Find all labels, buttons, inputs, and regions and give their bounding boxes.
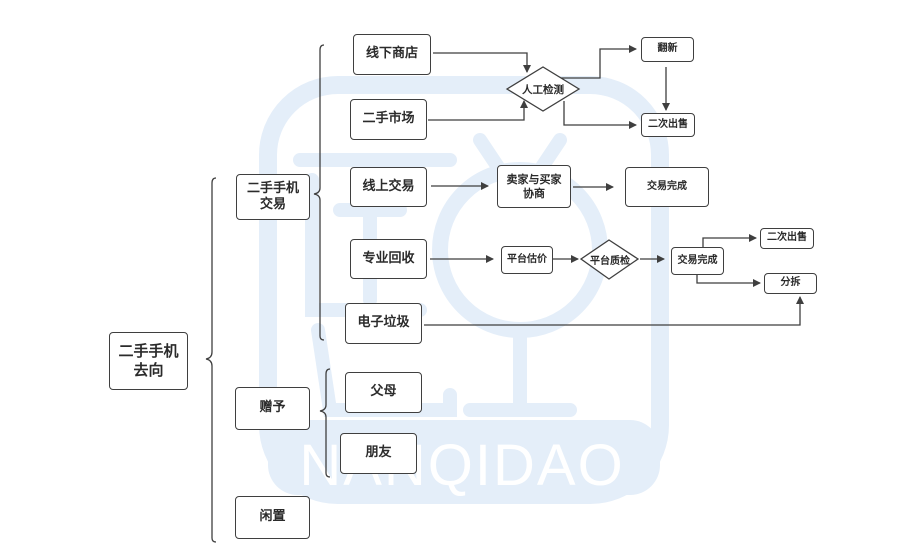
edge-market-check: [428, 100, 528, 121]
resale-node-1[interactable]: 二次出售: [641, 113, 695, 137]
decision-manual-check: [505, 66, 581, 112]
watermark-glyph-left: [293, 153, 457, 417]
gift-node[interactable]: 赠予: [235, 387, 310, 430]
decision-platform-qc: [579, 239, 640, 280]
friends-node[interactable]: 朋友: [340, 433, 417, 474]
trade-brace: [313, 44, 325, 341]
trade-node[interactable]: 二手手机交易: [236, 174, 310, 220]
gift-brace: [319, 368, 331, 478]
edge-done-resale: [702, 234, 757, 247]
trade-done-node-2[interactable]: 交易完成: [671, 247, 724, 275]
edge-ewaste-dismantle: [424, 296, 804, 326]
dismantle-node[interactable]: 分拆: [764, 273, 817, 294]
second-hand-market-node[interactable]: 二手市场: [350, 99, 427, 140]
offline-store-node[interactable]: 线下商店: [353, 34, 431, 75]
platform-qc-label: 平台质检: [590, 255, 630, 267]
root-node[interactable]: 二手手机去向: [109, 332, 188, 390]
parents-node[interactable]: 父母: [345, 372, 422, 413]
edge-check-refurbish: [560, 45, 637, 79]
edge-check-resale: [563, 101, 637, 129]
idle-node[interactable]: 闲置: [235, 496, 310, 539]
online-trade-node[interactable]: 线上交易: [350, 167, 427, 207]
edge-done-dismantle: [696, 273, 761, 287]
pro-recycle-node[interactable]: 专业回收: [350, 239, 427, 279]
edge-store-check: [433, 52, 531, 73]
trade-done-node-1[interactable]: 交易完成: [625, 167, 709, 207]
refurbish-node[interactable]: 翻新: [641, 37, 694, 62]
negotiate-node[interactable]: 卖家与买家协商: [497, 165, 571, 208]
resale-node-2[interactable]: 二次出售: [760, 228, 814, 249]
root-brace: [205, 177, 217, 543]
watermark-glyph-mic: [463, 133, 577, 417]
manual-check-label: 人工检测: [522, 83, 564, 96]
e-waste-node[interactable]: 电子垃圾: [345, 303, 422, 344]
platform-estimate-node[interactable]: 平台估价: [501, 246, 553, 274]
